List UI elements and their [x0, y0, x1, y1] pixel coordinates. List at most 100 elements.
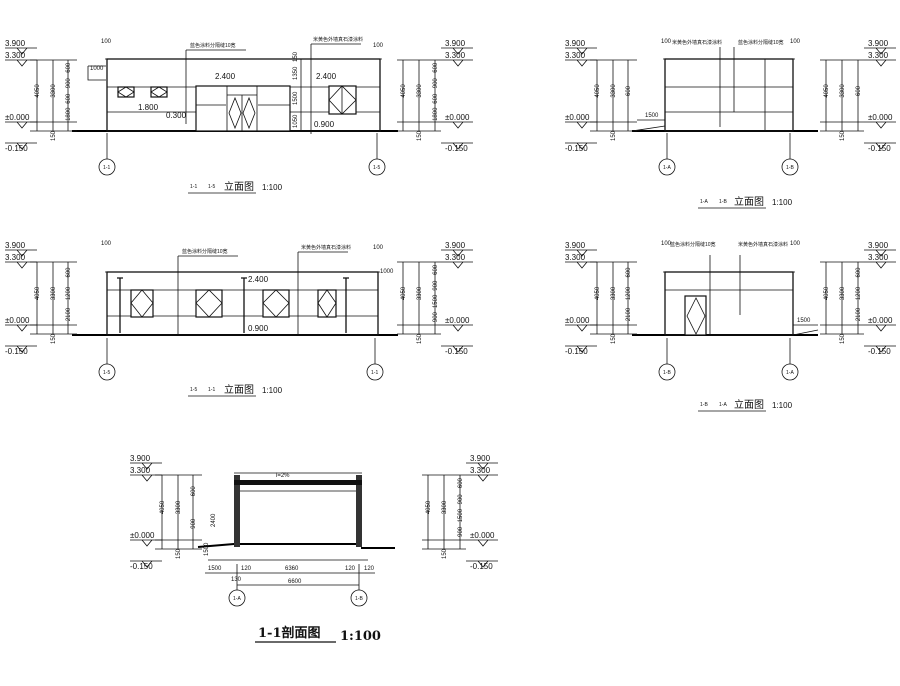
- axis-label: 1-1: [371, 370, 378, 376]
- dim-text: 3300: [611, 84, 617, 98]
- dim-text: 1050: [293, 114, 299, 128]
- dim-text: 4050: [35, 84, 41, 98]
- level-label: ±0.000: [445, 316, 470, 325]
- dim-text: 150: [51, 130, 57, 141]
- dim-text: 600: [458, 477, 464, 488]
- dim-text: 1500: [204, 542, 210, 556]
- level-label: -0.150: [5, 144, 28, 153]
- axis-label: 1-A: [663, 165, 671, 171]
- dim-text: 150: [840, 130, 846, 141]
- dim-text: 100: [661, 39, 672, 45]
- level-mark: 1.800: [138, 103, 159, 112]
- material-note: 蓝色涂料分隔缝10宽: [670, 241, 716, 248]
- material-note: 蓝色涂料分隔缝10宽: [182, 248, 228, 255]
- level-label: ±0.000: [868, 113, 893, 122]
- level-label: -0.150: [868, 144, 891, 153]
- dim-text: 150: [51, 333, 57, 344]
- dim-text: 1500: [645, 113, 659, 119]
- level-label: ±0.000: [868, 316, 893, 325]
- dim-text: 900: [66, 78, 72, 89]
- wall-right: [356, 475, 362, 547]
- dim-text: 150: [417, 333, 423, 344]
- level-label: -0.150: [130, 562, 153, 571]
- dim-text: 2100: [856, 307, 862, 321]
- dim-text: 900: [433, 311, 439, 322]
- dim-text: 3300: [840, 286, 846, 300]
- level-label: 3.300: [130, 466, 151, 475]
- dim-text: 600: [66, 62, 72, 73]
- level-label: 3.300: [868, 51, 889, 60]
- level-label: ±0.000: [565, 113, 590, 122]
- level-label: -0.150: [565, 144, 588, 153]
- dim-text: 150: [840, 333, 846, 344]
- dim-text: 120: [345, 566, 356, 572]
- dim-text: 600: [856, 85, 862, 96]
- level-label: 3.300: [445, 253, 466, 262]
- level-label: 3.900: [130, 454, 151, 463]
- dim-text: 100: [101, 241, 112, 247]
- svg-text:1-5: 1-5: [208, 184, 215, 190]
- level-label: 3.900: [868, 241, 889, 250]
- axis-label: 1-B: [663, 370, 671, 376]
- dim-text: 600: [433, 62, 439, 73]
- dim-text: 2100: [626, 307, 632, 321]
- level-mark: 0.900: [314, 120, 335, 129]
- axis-label: 1-1: [103, 165, 110, 171]
- level-label: -0.150: [565, 347, 588, 356]
- dim-text: 3300: [51, 286, 57, 300]
- dim-text: 130: [231, 577, 242, 583]
- level-label: 3.300: [470, 466, 491, 475]
- level-mark: 2.400: [215, 72, 236, 81]
- dim-text: 150: [293, 51, 299, 62]
- dim-text: 120: [241, 566, 252, 572]
- dim-text: 150: [417, 130, 423, 141]
- dim-text: 3300: [417, 286, 423, 300]
- level-label: -0.150: [5, 347, 28, 356]
- dim-text: 150: [176, 548, 182, 559]
- dim-text: 100: [661, 241, 672, 247]
- dim-text: 3300: [417, 84, 423, 98]
- level-label: 3.300: [5, 51, 26, 60]
- axis-label: 1-5: [373, 165, 380, 171]
- level-label: ±0.000: [445, 113, 470, 122]
- level-label: ±0.000: [565, 316, 590, 325]
- building-outline: [664, 58, 794, 132]
- dim-text: 3300: [176, 500, 182, 514]
- dim-text: 4050: [595, 84, 601, 98]
- window: [195, 289, 223, 318]
- dim-text: 1500: [208, 566, 222, 572]
- svg-text:立面图: 立面图: [734, 195, 764, 208]
- level-label: 3.300: [565, 51, 586, 60]
- material-note: 蓝色涂料分隔缝10宽: [190, 42, 236, 49]
- level-label: 3.300: [868, 253, 889, 262]
- dim-text: 6600: [288, 579, 302, 585]
- material-note: 蓝色涂料分隔缝10宽: [738, 39, 784, 46]
- level-label: 3.900: [565, 241, 586, 250]
- dim-text: 600: [433, 264, 439, 275]
- level-label: 3.900: [470, 454, 491, 463]
- dim-text: 1800: [433, 107, 439, 121]
- level-label: 3.900: [5, 39, 26, 48]
- drawing-title: 1-1剖面图 1:100: [255, 625, 381, 644]
- window: [262, 289, 290, 318]
- roof-slab: [234, 480, 362, 485]
- axis-label: 1-A: [233, 596, 241, 602]
- drawing-title: 1-A 1-B 立面图 1:100: [698, 195, 793, 209]
- level-label: 3.900: [565, 39, 586, 48]
- window: [328, 85, 357, 115]
- dim-text: 600: [856, 267, 862, 278]
- dim-text: 4050: [401, 84, 407, 98]
- window: [317, 289, 337, 318]
- material-note: 米黄色外墙真石漆涂料: [738, 241, 788, 248]
- dim-text: 1200: [626, 286, 632, 300]
- dim-text: 3300: [840, 84, 846, 98]
- svg-text:1:100: 1:100: [772, 401, 793, 410]
- svg-text:1-A: 1-A: [719, 402, 727, 408]
- dim-text: 150: [611, 130, 617, 141]
